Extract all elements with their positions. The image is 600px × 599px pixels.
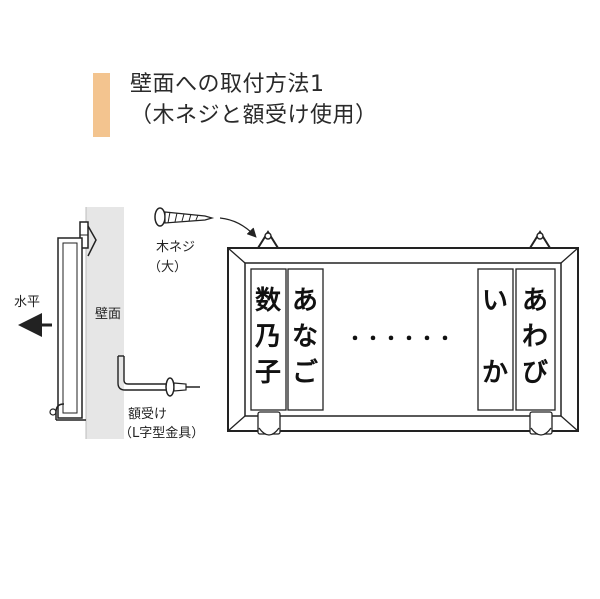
bracket-label-1: 額受け [128,407,167,422]
nameplate-1-char-3: 子 [255,358,281,388]
bracket-label-2: （L字型金具） [119,425,204,441]
nameplate-2-char-3: ご [292,357,318,388]
sign-side-profile [57,237,83,419]
nameplate-3 [477,268,514,411]
nameplate-2-char-2: な [292,322,318,352]
wood-screw-icon [154,207,215,227]
top-hanger-left [256,230,280,249]
nameplate-2-char-1: あ [292,286,318,316]
ellipsis-dots: ・・・・・・ [346,329,454,350]
l-bracket-icon [117,355,200,397]
nameplate-3-char-2: か [482,358,508,388]
nameplate-1-char-2: 乃 [255,322,281,352]
title-line-1: 壁面への取付方法1 [130,72,325,97]
nameplate-1 [250,268,287,411]
nameplate-4-char-2: わ [522,322,548,352]
nameplate-1-char-1: 数 [255,286,282,316]
horizontal-label: 水平 [14,295,40,310]
top-hanger-right [528,230,552,249]
title-line-2: （木ネジと額受け使用） [130,103,378,128]
wall-label: 壁面 [95,307,121,322]
nameplate-slots [250,268,556,411]
screw-label-1: 木ネジ [156,240,195,255]
screw-label-2: （大） [148,260,187,275]
nameplate-4 [515,268,556,411]
nameplate-2 [287,268,324,411]
page-title: 壁面への取付方法1 （木ネジと額受け使用） [130,69,378,131]
screw-pointer-arrow [219,217,257,238]
nameplate-4-char-3: び [522,358,548,388]
hanger-hook [87,225,97,257]
nameplate-4-char-1: あ [522,286,548,316]
nameplate-3-char-1: い [482,286,508,316]
bottom-bumper-right [529,411,553,436]
title-accent-bar [93,73,110,137]
bottom-bumper-left [257,411,281,436]
side-view [18,207,124,439]
wall [86,207,124,439]
